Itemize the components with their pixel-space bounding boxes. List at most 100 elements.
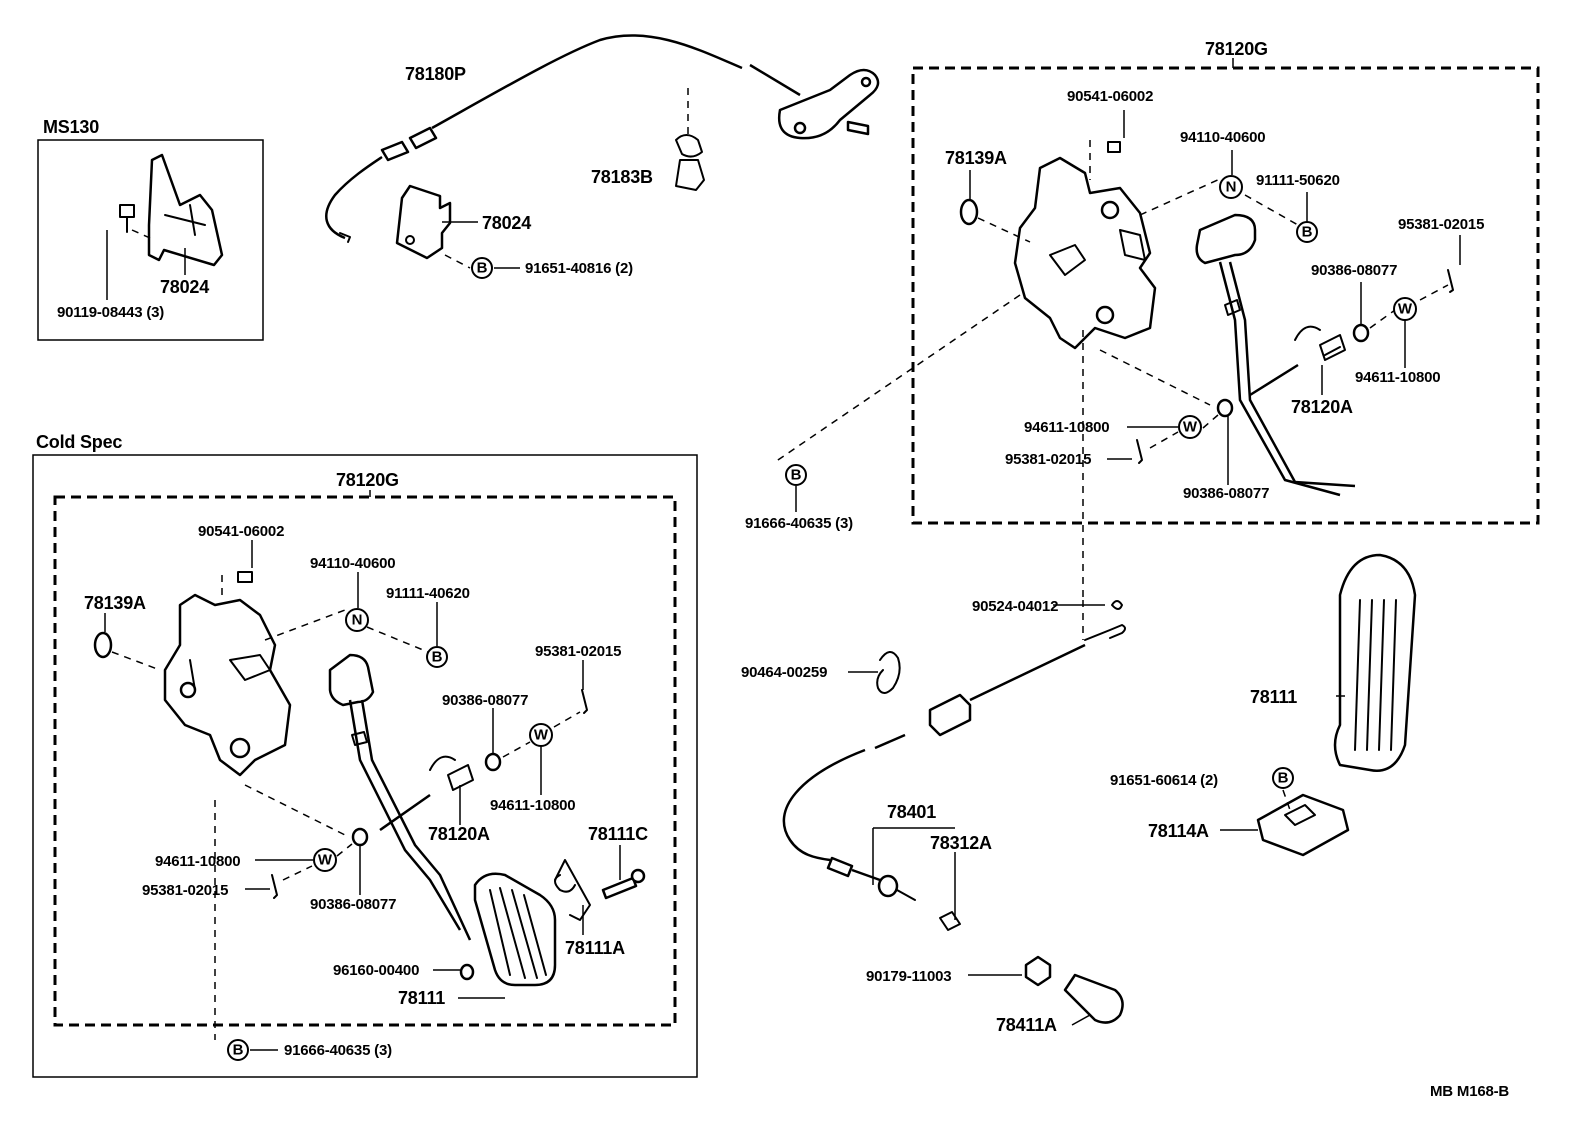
label-90386-08077-right-1: 90386-08077 [1311, 262, 1397, 279]
clamp-90464 [876, 651, 901, 694]
label-90541-06002-left: 90541-06002 [198, 523, 284, 540]
label-91666-40635-right: 91666-40635 (3) [745, 515, 853, 532]
label-90179-11003: 90179-11003 [866, 968, 951, 985]
label-91111-50620: 91111-50620 [1256, 172, 1340, 189]
label-78312a: 78312A [930, 833, 992, 853]
label-95381-02015-right-2: 95381-02015 [1005, 451, 1091, 468]
spring-78120a-left [429, 755, 474, 791]
pin-left-bottom [271, 874, 278, 899]
washer-symbol-right-1: W [1393, 297, 1417, 321]
pin-78111c [601, 876, 638, 900]
label-78111c: 78111C [588, 824, 648, 844]
right-pedal-arm [1195, 213, 1356, 497]
bolt-symbol-91666-left: B [227, 1039, 249, 1061]
label-94110-40600-right: 94110-40600 [1180, 129, 1265, 146]
hinge-78114a [1256, 793, 1350, 857]
svg-text:B: B [432, 649, 443, 666]
left-pedal-bracket [163, 593, 292, 777]
ms130-box [37, 139, 264, 341]
label-78139a-right: 78139A [945, 148, 1007, 168]
clip-78183b [675, 88, 705, 191]
washer-symbol-left-2: W [313, 848, 337, 872]
washers-right [1136, 269, 1454, 464]
retainer-78312a [939, 911, 961, 931]
label-91111-40620: 91111-40620 [386, 585, 470, 602]
label-90464-00259: 90464-00259 [741, 664, 827, 681]
label-90386-08077-left-2: 90386-08077 [310, 896, 396, 913]
label-78401: 78401 [887, 802, 936, 822]
label-90524-04012: 90524-04012 [972, 598, 1058, 615]
label-90541-06002-right: 90541-06002 [1067, 88, 1153, 105]
cold-spec-box [32, 454, 698, 1078]
svg-text:N: N [1226, 179, 1237, 196]
bolt-symbol-91651-60614: B [1272, 767, 1294, 789]
bracket-78024 [395, 184, 478, 269]
label-78111-left: 78111 [398, 988, 445, 1008]
label-78111-right: 78111 [1250, 687, 1297, 707]
label-78180p: 78180P [405, 64, 466, 84]
label-78024-ms130: 78024 [160, 277, 209, 297]
label-78411a: 78411A [996, 1015, 1057, 1035]
spring-78120a-right [1294, 325, 1346, 361]
svg-text:W: W [318, 852, 333, 869]
svg-text:B: B [1302, 224, 1313, 241]
accelerator-cable [782, 600, 1126, 901]
label-91666-40635-left: 91666-40635 (3) [284, 1042, 392, 1059]
label-78114a: 78114A [1148, 821, 1209, 841]
label-94611-10800-left-1: 94611-10800 [490, 797, 575, 814]
washer-symbol-right-2: W [1178, 415, 1202, 439]
label-78111a: 78111A [565, 938, 625, 958]
svg-text:B: B [791, 467, 802, 484]
label-94611-10800-right-1: 94611-10800 [1355, 369, 1440, 386]
pedal-pad-78111-left [473, 872, 557, 987]
label-91651-60614: 91651-60614 (2) [1110, 772, 1218, 789]
bushing-78139a-left [93, 631, 113, 659]
washer-left-bottom [351, 827, 369, 847]
bushing-78139a-right [959, 198, 979, 226]
washer-symbol-left-1: W [529, 723, 553, 747]
label-78120g-right: 78120G [1205, 39, 1268, 59]
throttle-cable-78180p [325, 34, 880, 243]
washer-left-top [484, 752, 502, 772]
label-78139a-left: 78139A [84, 593, 146, 613]
svg-text:B: B [1278, 770, 1289, 787]
label-94611-10800-right-2: 94611-10800 [1024, 419, 1109, 436]
bolt-symbol-left-91111: B [426, 646, 448, 668]
pin-left-top [581, 689, 588, 714]
label-78183b: 78183B [591, 167, 653, 187]
left-pedal-arm [328, 653, 472, 941]
right-assembly-dashed-frame [911, 66, 1540, 525]
label-90386-08077-right-2: 90386-08077 [1183, 485, 1269, 502]
label-78120g-left: 78120G [336, 470, 399, 490]
label-78120a-left: 78120A [428, 824, 490, 844]
spring-78111a [554, 859, 591, 921]
pedal-pad-78111-right [1333, 553, 1417, 772]
bolt-symbol-91666-right: B [785, 464, 807, 486]
svg-text:B: B [233, 1042, 244, 1059]
svg-text:W: W [534, 727, 549, 744]
label-94110-40600-left: 94110-40600 [310, 555, 395, 572]
left-assembly-dashed-frame [53, 495, 677, 1027]
right-pedal-bracket [1013, 156, 1157, 350]
svg-text:B: B [477, 260, 488, 277]
label-95381-02015-left-1: 95381-02015 [535, 643, 621, 660]
svg-text:W: W [1183, 419, 1198, 436]
nut-symbol-right: N [1219, 175, 1243, 199]
bolt-symbol-right-91111: B [1296, 221, 1318, 243]
label-ms130: MS130 [43, 117, 99, 137]
label-90119-08443: 90119-08443 (3) [57, 304, 164, 321]
nut-symbol-left: N [345, 608, 369, 632]
svg-text:N: N [352, 612, 363, 629]
label-96160-00400: 96160-00400 [333, 962, 419, 979]
bolt-symbol-top: B [471, 257, 493, 279]
clip-96160 [459, 963, 475, 981]
ms130-bracket [106, 153, 224, 300]
screw-90541-left [237, 571, 253, 583]
label-95381-02015-right-1: 95381-02015 [1398, 216, 1484, 233]
cap-78411a [1063, 973, 1124, 1024]
svg-text:W: W [1398, 301, 1413, 318]
screw-90541-right [1107, 141, 1121, 153]
diagram-code: MB M168-B [1430, 1083, 1509, 1100]
nut-90179 [1024, 955, 1052, 987]
